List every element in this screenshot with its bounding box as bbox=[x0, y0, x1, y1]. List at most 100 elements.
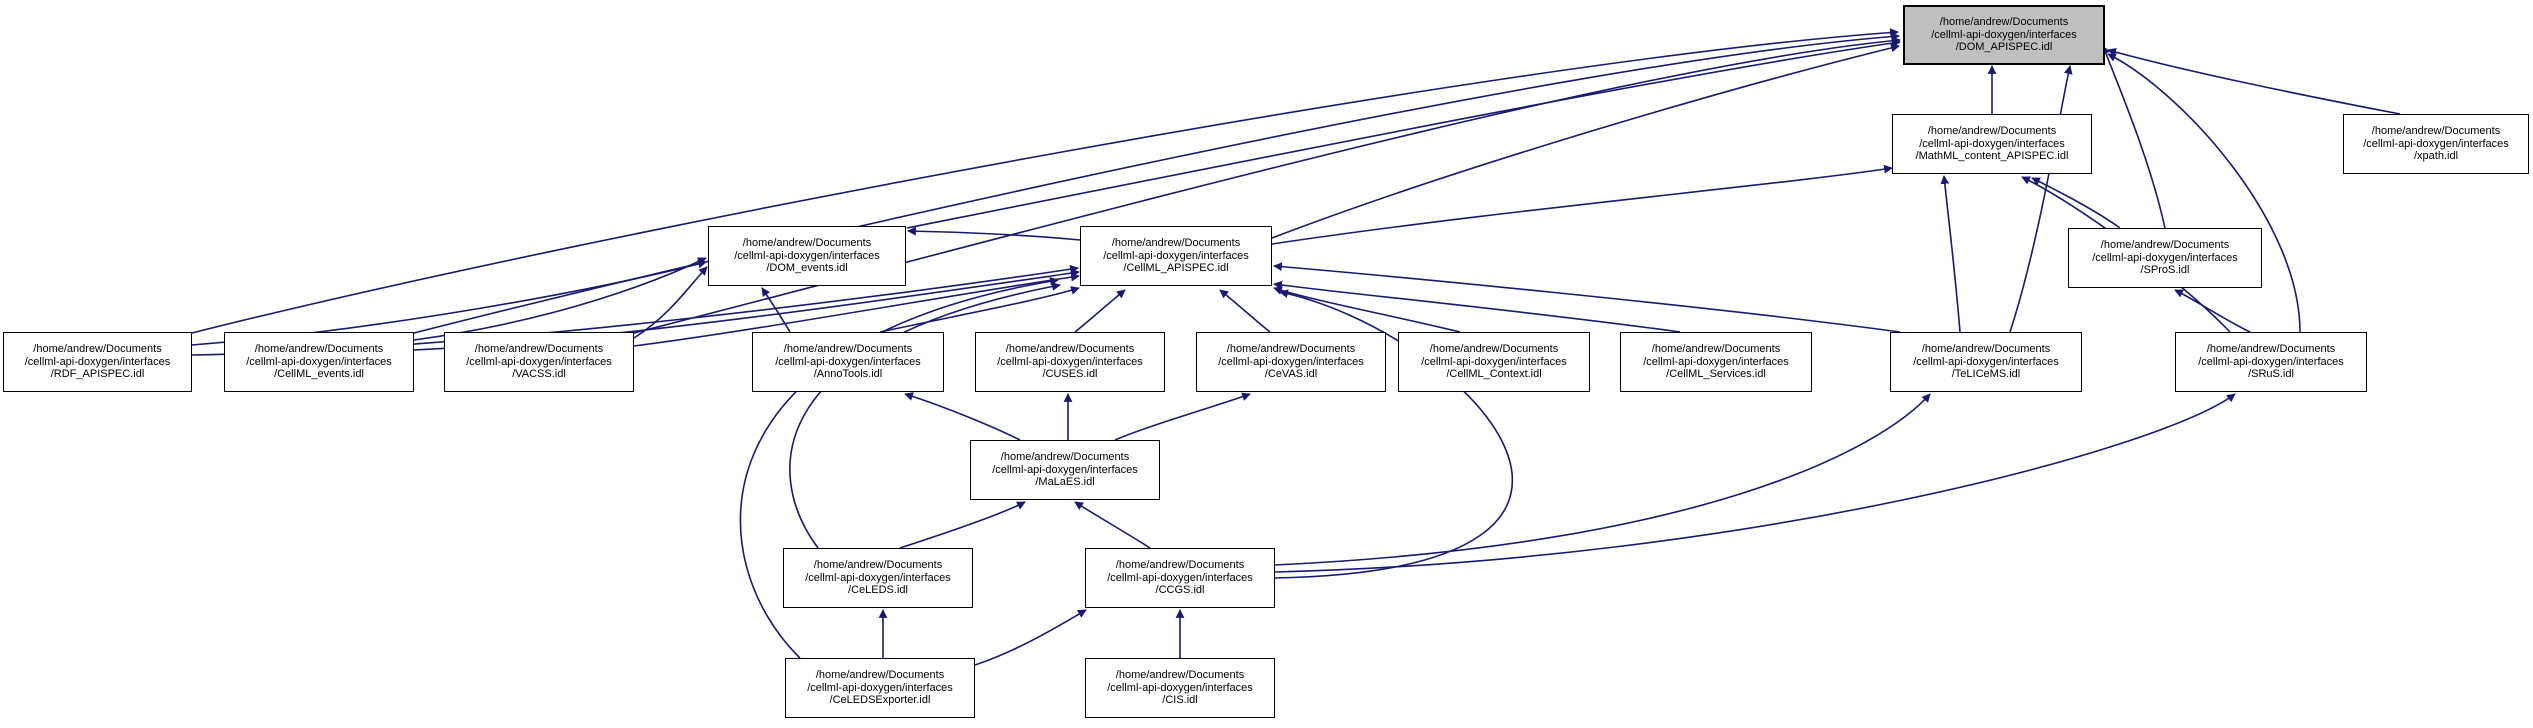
graph-node-mathml_content_apispec[interactable]: /home/andrew/Documents/cellml-api-doxyge… bbox=[1892, 114, 2092, 174]
edge-celeds-to-cellmlapispec bbox=[789, 282, 1061, 549]
edge-cellmlcontext-to-cellmlapispec bbox=[1273, 286, 1461, 333]
edge-telicems-to-mathml bbox=[1940, 175, 1961, 333]
node-label-line: /MaLaES.idl bbox=[1035, 476, 1095, 489]
node-label-line: /cellml-api-doxygen/interfaces bbox=[1218, 355, 1364, 368]
node-label-line: /home/andrew/Documents bbox=[2371, 124, 2501, 137]
graph-node-celedsexporter[interactable]: /home/andrew/Documents/cellml-api-doxyge… bbox=[785, 658, 975, 718]
node-label-line: /cellml-api-doxygen/interfaces bbox=[805, 571, 951, 584]
edge-srus-to-spros bbox=[2174, 289, 2251, 333]
node-label-line: /xpath.idl bbox=[2413, 150, 2459, 163]
graph-node-cuses[interactable]: /home/andrew/Documents/cellml-api-doxyge… bbox=[975, 332, 1165, 392]
edge-annotools-to-cellmlapispec bbox=[879, 286, 1080, 333]
node-label-line: /home/andrew/Documents bbox=[742, 236, 872, 249]
graph-node-ccgs[interactable]: /home/andrew/Documents/cellml-api-doxyge… bbox=[1085, 548, 1275, 608]
node-label-line: /AnnoTools.idl bbox=[813, 368, 883, 381]
node-label-line: /VACSS.idl bbox=[512, 368, 566, 381]
graph-node-xpath[interactable]: /home/andrew/Documents/cellml-api-doxyge… bbox=[2343, 114, 2529, 174]
node-label-line: /DOM_APISPEC.idl bbox=[1955, 41, 2053, 54]
node-label-line: /CellML_Services.idl bbox=[1666, 368, 1766, 381]
edge-celeds-to-malaes bbox=[899, 501, 1026, 549]
edge-xpath-to-dom bbox=[2107, 47, 2401, 115]
node-label-line: /home/andrew/Documents bbox=[815, 668, 945, 681]
node-label-line: /DOM_events.idl bbox=[766, 262, 848, 275]
node-label-line: /home/andrew/Documents bbox=[1111, 236, 1241, 249]
node-label-line: /cellml-api-doxygen/interfaces bbox=[1421, 355, 1567, 368]
graph-node-cellml_apispec[interactable]: /home/andrew/Documents/cellml-api-doxyge… bbox=[1080, 226, 1272, 286]
edge-cuses-to-cellmlapispec bbox=[1074, 289, 1126, 333]
node-label-line: /cellml-api-doxygen/interfaces bbox=[1919, 137, 2065, 150]
graph-node-malaes[interactable]: /home/andrew/Documents/cellml-api-doxyge… bbox=[970, 440, 1160, 500]
node-label-line: /CeLEDSExporter.idl bbox=[829, 694, 931, 707]
node-label-line: /home/andrew/Documents bbox=[1115, 668, 1245, 681]
node-label-line: /home/andrew/Documents bbox=[2100, 238, 2230, 251]
node-label-line: /cellml-api-doxygen/interfaces bbox=[1913, 355, 2059, 368]
edge-srus-to-dom bbox=[2107, 53, 2301, 333]
graph-node-cellml_context[interactable]: /home/andrew/Documents/cellml-api-doxyge… bbox=[1398, 332, 1590, 392]
node-label-line: /CCGS.idl bbox=[1155, 584, 1205, 597]
node-label-line: /home/andrew/Documents bbox=[783, 342, 913, 355]
graph-node-vacss[interactable]: /home/andrew/Documents/cellml-api-doxyge… bbox=[444, 332, 634, 392]
node-label-line: /home/andrew/Documents bbox=[1651, 342, 1781, 355]
edge-telicems-to-cellmlapispec bbox=[1273, 262, 1901, 333]
graph-node-spros[interactable]: /home/andrew/Documents/cellml-api-doxyge… bbox=[2068, 228, 2262, 288]
node-label-line: /CellML_APISPEC.idl bbox=[1123, 262, 1229, 275]
graph-node-cis[interactable]: /home/andrew/Documents/cellml-api-doxyge… bbox=[1085, 658, 1275, 718]
edge-cellmlevents-to-domevents bbox=[413, 257, 707, 341]
edge-celedsexporter-to-ccgs bbox=[974, 609, 1087, 666]
node-label-line: /cellml-api-doxygen/interfaces bbox=[1643, 355, 1789, 368]
node-label-line: /home/andrew/Documents bbox=[254, 342, 384, 355]
edge-rdf-to-dom bbox=[191, 28, 1899, 334]
edge-spros-to-mathml bbox=[2031, 177, 2121, 229]
graph-node-annotools[interactable]: /home/andrew/Documents/cellml-api-doxyge… bbox=[752, 332, 944, 392]
graph-node-srus[interactable]: /home/andrew/Documents/cellml-api-doxyge… bbox=[2175, 332, 2367, 392]
node-label-line: /home/andrew/Documents bbox=[1005, 342, 1135, 355]
node-label-line: /home/andrew/Documents bbox=[1921, 342, 2051, 355]
edge-vacss-to-dom bbox=[633, 36, 1901, 334]
node-label-line: /CeLEDS.idl bbox=[848, 584, 908, 597]
node-label-line: /cellml-api-doxygen/interfaces bbox=[1107, 681, 1253, 694]
node-label-line: /cellml-api-doxygen/interfaces bbox=[807, 681, 953, 694]
graph-node-telicems[interactable]: /home/andrew/Documents/cellml-api-doxyge… bbox=[1890, 332, 2082, 392]
graph-node-cellml_services[interactable]: /home/andrew/Documents/cellml-api-doxyge… bbox=[1620, 332, 1812, 392]
node-label-line: /SProS.idl bbox=[2140, 264, 2190, 277]
node-label-line: /SRuS.idl bbox=[2248, 368, 2294, 381]
edge-ccgs-to-telicems bbox=[1274, 393, 1931, 566]
edge-ccgs-to-malaes bbox=[1074, 501, 1151, 549]
node-label-line: /cellml-api-doxygen/interfaces bbox=[1931, 28, 2077, 41]
node-label-line: /cellml-api-doxygen/interfaces bbox=[24, 355, 171, 368]
node-label-line: /cellml-api-doxygen/interfaces bbox=[466, 355, 612, 368]
graph-node-dom_apispec[interactable]: /home/andrew/Documents/cellml-api-doxyge… bbox=[1903, 5, 2105, 65]
node-label-line: /home/andrew/Documents bbox=[1429, 342, 1559, 355]
node-label-line: /cellml-api-doxygen/interfaces bbox=[2092, 251, 2238, 264]
node-label-line: /cellml-api-doxygen/interfaces bbox=[2363, 137, 2509, 150]
edge-domevents-to-dom bbox=[906, 38, 1901, 229]
node-label-line: /CIS.idl bbox=[1162, 694, 1198, 707]
edge-cevas-to-cellmlapispec bbox=[1219, 289, 1271, 333]
node-label-line: /home/andrew/Documents bbox=[813, 558, 943, 571]
node-label-line: /TeLICeMS.idl bbox=[1951, 368, 2021, 381]
node-label-line: /cellml-api-doxygen/interfaces bbox=[2198, 355, 2344, 368]
node-label-line: /CellML_Context.idl bbox=[1446, 368, 1542, 381]
node-label-line: /RDF_APISPEC.idl bbox=[50, 368, 145, 381]
graph-node-dom_events[interactable]: /home/andrew/Documents/cellml-api-doxyge… bbox=[708, 226, 906, 286]
node-label-line: /home/andrew/Documents bbox=[1000, 450, 1130, 463]
node-label-line: /cellml-api-doxygen/interfaces bbox=[1103, 249, 1249, 262]
node-label-line: /cellml-api-doxygen/interfaces bbox=[775, 355, 921, 368]
node-label-line: /home/andrew/Documents bbox=[474, 342, 604, 355]
edge-cellmlapispec-to-dom bbox=[1271, 43, 1900, 239]
graph-node-celeds[interactable]: /home/andrew/Documents/cellml-api-doxyge… bbox=[783, 548, 973, 608]
graph-node-cellml_events[interactable]: /home/andrew/Documents/cellml-api-doxyge… bbox=[224, 332, 414, 392]
edge-ccgs-to-srus bbox=[1274, 393, 2236, 573]
graph-node-cevas[interactable]: /home/andrew/Documents/cellml-api-doxyge… bbox=[1196, 332, 1386, 392]
graph-node-rdf_apispec[interactable]: /home/andrew/Documents/cellml-api-doxyge… bbox=[3, 332, 192, 392]
node-label-line: /home/andrew/Documents bbox=[1939, 15, 2069, 28]
edge-spros-to-dom bbox=[2101, 45, 2166, 229]
node-label-line: /home/andrew/Documents bbox=[1115, 558, 1245, 571]
edge-cellmlapispec-to-mathml bbox=[1271, 164, 1893, 245]
node-label-line: /home/andrew/Documents bbox=[1927, 124, 2057, 137]
edge-annotools-to-domevents bbox=[761, 287, 791, 333]
node-label-line: /CeVAS.idl bbox=[1264, 368, 1318, 381]
node-label-line: /cellml-api-doxygen/interfaces bbox=[1107, 571, 1253, 584]
edge-malaes-to-annotools bbox=[904, 392, 1021, 441]
